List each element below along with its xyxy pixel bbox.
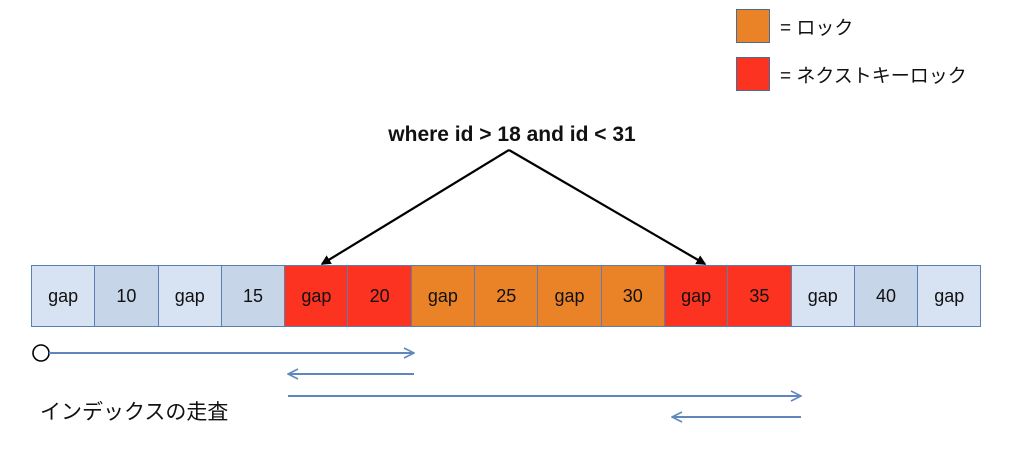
query-arrow-lower — [320, 149, 510, 265]
index-gap-cell: gap — [537, 265, 602, 327]
index-gap-cell: gap — [31, 265, 96, 327]
index-gap-cell: gap — [284, 265, 349, 327]
query-arrow-upper — [508, 149, 707, 265]
legend-label-lock: = ロック — [780, 17, 854, 39]
index-gap-cell: gap — [917, 265, 982, 327]
index-gap-cell: gap — [410, 265, 476, 327]
index-gap-cell: gap — [157, 265, 222, 327]
legend-item-lock: = ロック — [736, 9, 853, 43]
index-record-cell: 40 — [853, 265, 919, 327]
index-record-cell: 35 — [727, 265, 792, 327]
index-record-cell: 25 — [474, 265, 539, 327]
next-key-lock-swatch — [736, 57, 770, 91]
index-record-cell: 15 — [220, 265, 286, 327]
scan-start-circle — [32, 344, 50, 362]
legend-label-next-key-lock: = ネクストキーロック — [780, 65, 967, 87]
index-gap-cell: gap — [663, 265, 729, 327]
lock-swatch — [736, 9, 770, 43]
query-text: where id > 18 and id < 31 — [388, 123, 636, 146]
legend-item-next-key-lock: = ネクストキーロック — [736, 57, 967, 91]
index-gap-cell: gap — [790, 265, 855, 327]
index-record-cell: 20 — [347, 265, 412, 327]
index-record-cell: 30 — [600, 265, 665, 327]
index-scan-caption: インデックスの走査 — [40, 401, 229, 424]
